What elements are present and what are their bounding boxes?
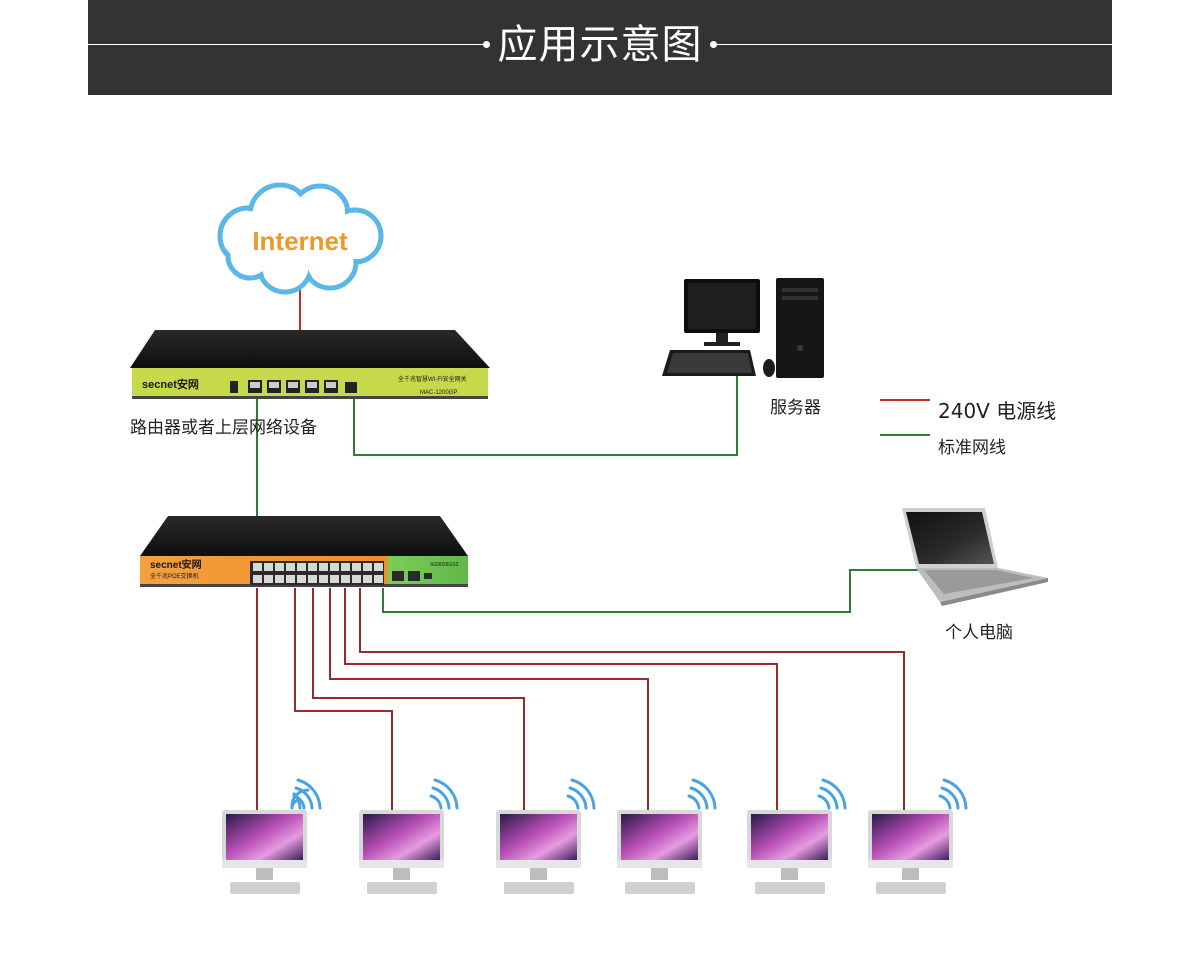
header-dot-right [710,41,717,48]
server-icon [662,278,824,378]
header-banner: 应用示意图 [88,0,1112,95]
switch-brand: secnet安网 [150,558,202,571]
monitor-icon [359,810,444,894]
line-switch-pc-2 [294,588,393,810]
legend-power-label: 240V 电源线 [938,399,1057,423]
line-switch-pc-4 [329,588,649,810]
wifi-icon [938,778,968,810]
switch-caption: 全千兆POE交换机 [150,572,199,580]
monitor-icon [868,810,953,894]
router-brand: secnet安网 [142,377,199,391]
legend-network-label: 标准网线 [938,438,1006,458]
wifi-icon [817,778,847,810]
cloud-icon: Internet [217,182,384,295]
router-model: MAC-1200GP [420,390,457,396]
router-device: secnet安网 全千兆智慧WI-FI安全网关 MAC-1200GP [130,330,490,399]
monitor-icon [747,810,832,894]
line-switch-pc-6 [359,588,905,810]
wifi-icon [429,778,459,810]
header-rule-right [717,44,1112,45]
switch-device: secnet安网 全千兆POE交换机 SG9026GS3 [140,516,468,587]
router-label: 路由器或者上层网络设备 [130,418,317,438]
laptop-label: 个人电脑 [945,623,1013,643]
switch-model: SG9026GS3 [430,562,459,568]
switch-ports [253,563,383,583]
header-rule-left [88,44,483,45]
wifi-icon [290,778,322,810]
legend-lines [880,399,930,436]
connection-lines [256,288,918,810]
laptop-icon [902,508,1048,606]
client-pcs [222,778,968,894]
monitor-icon [617,810,702,894]
line-router-server [353,368,738,456]
line-switch-pc-5 [344,588,778,810]
server-label: 服务器 [770,398,821,418]
page-title: 应用示意图 [497,22,703,68]
cloud-label: Internet [252,226,348,256]
wifi-icon [566,778,596,810]
monitor-icon [496,810,581,894]
line-switch-pc-3 [312,588,525,810]
line-switch-laptop [382,569,918,613]
header-dot-left [483,41,490,48]
router-caption: 全千兆智慧WI-FI安全网关 [398,375,467,383]
wifi-icon [687,778,717,810]
monitor-icon [222,810,307,894]
